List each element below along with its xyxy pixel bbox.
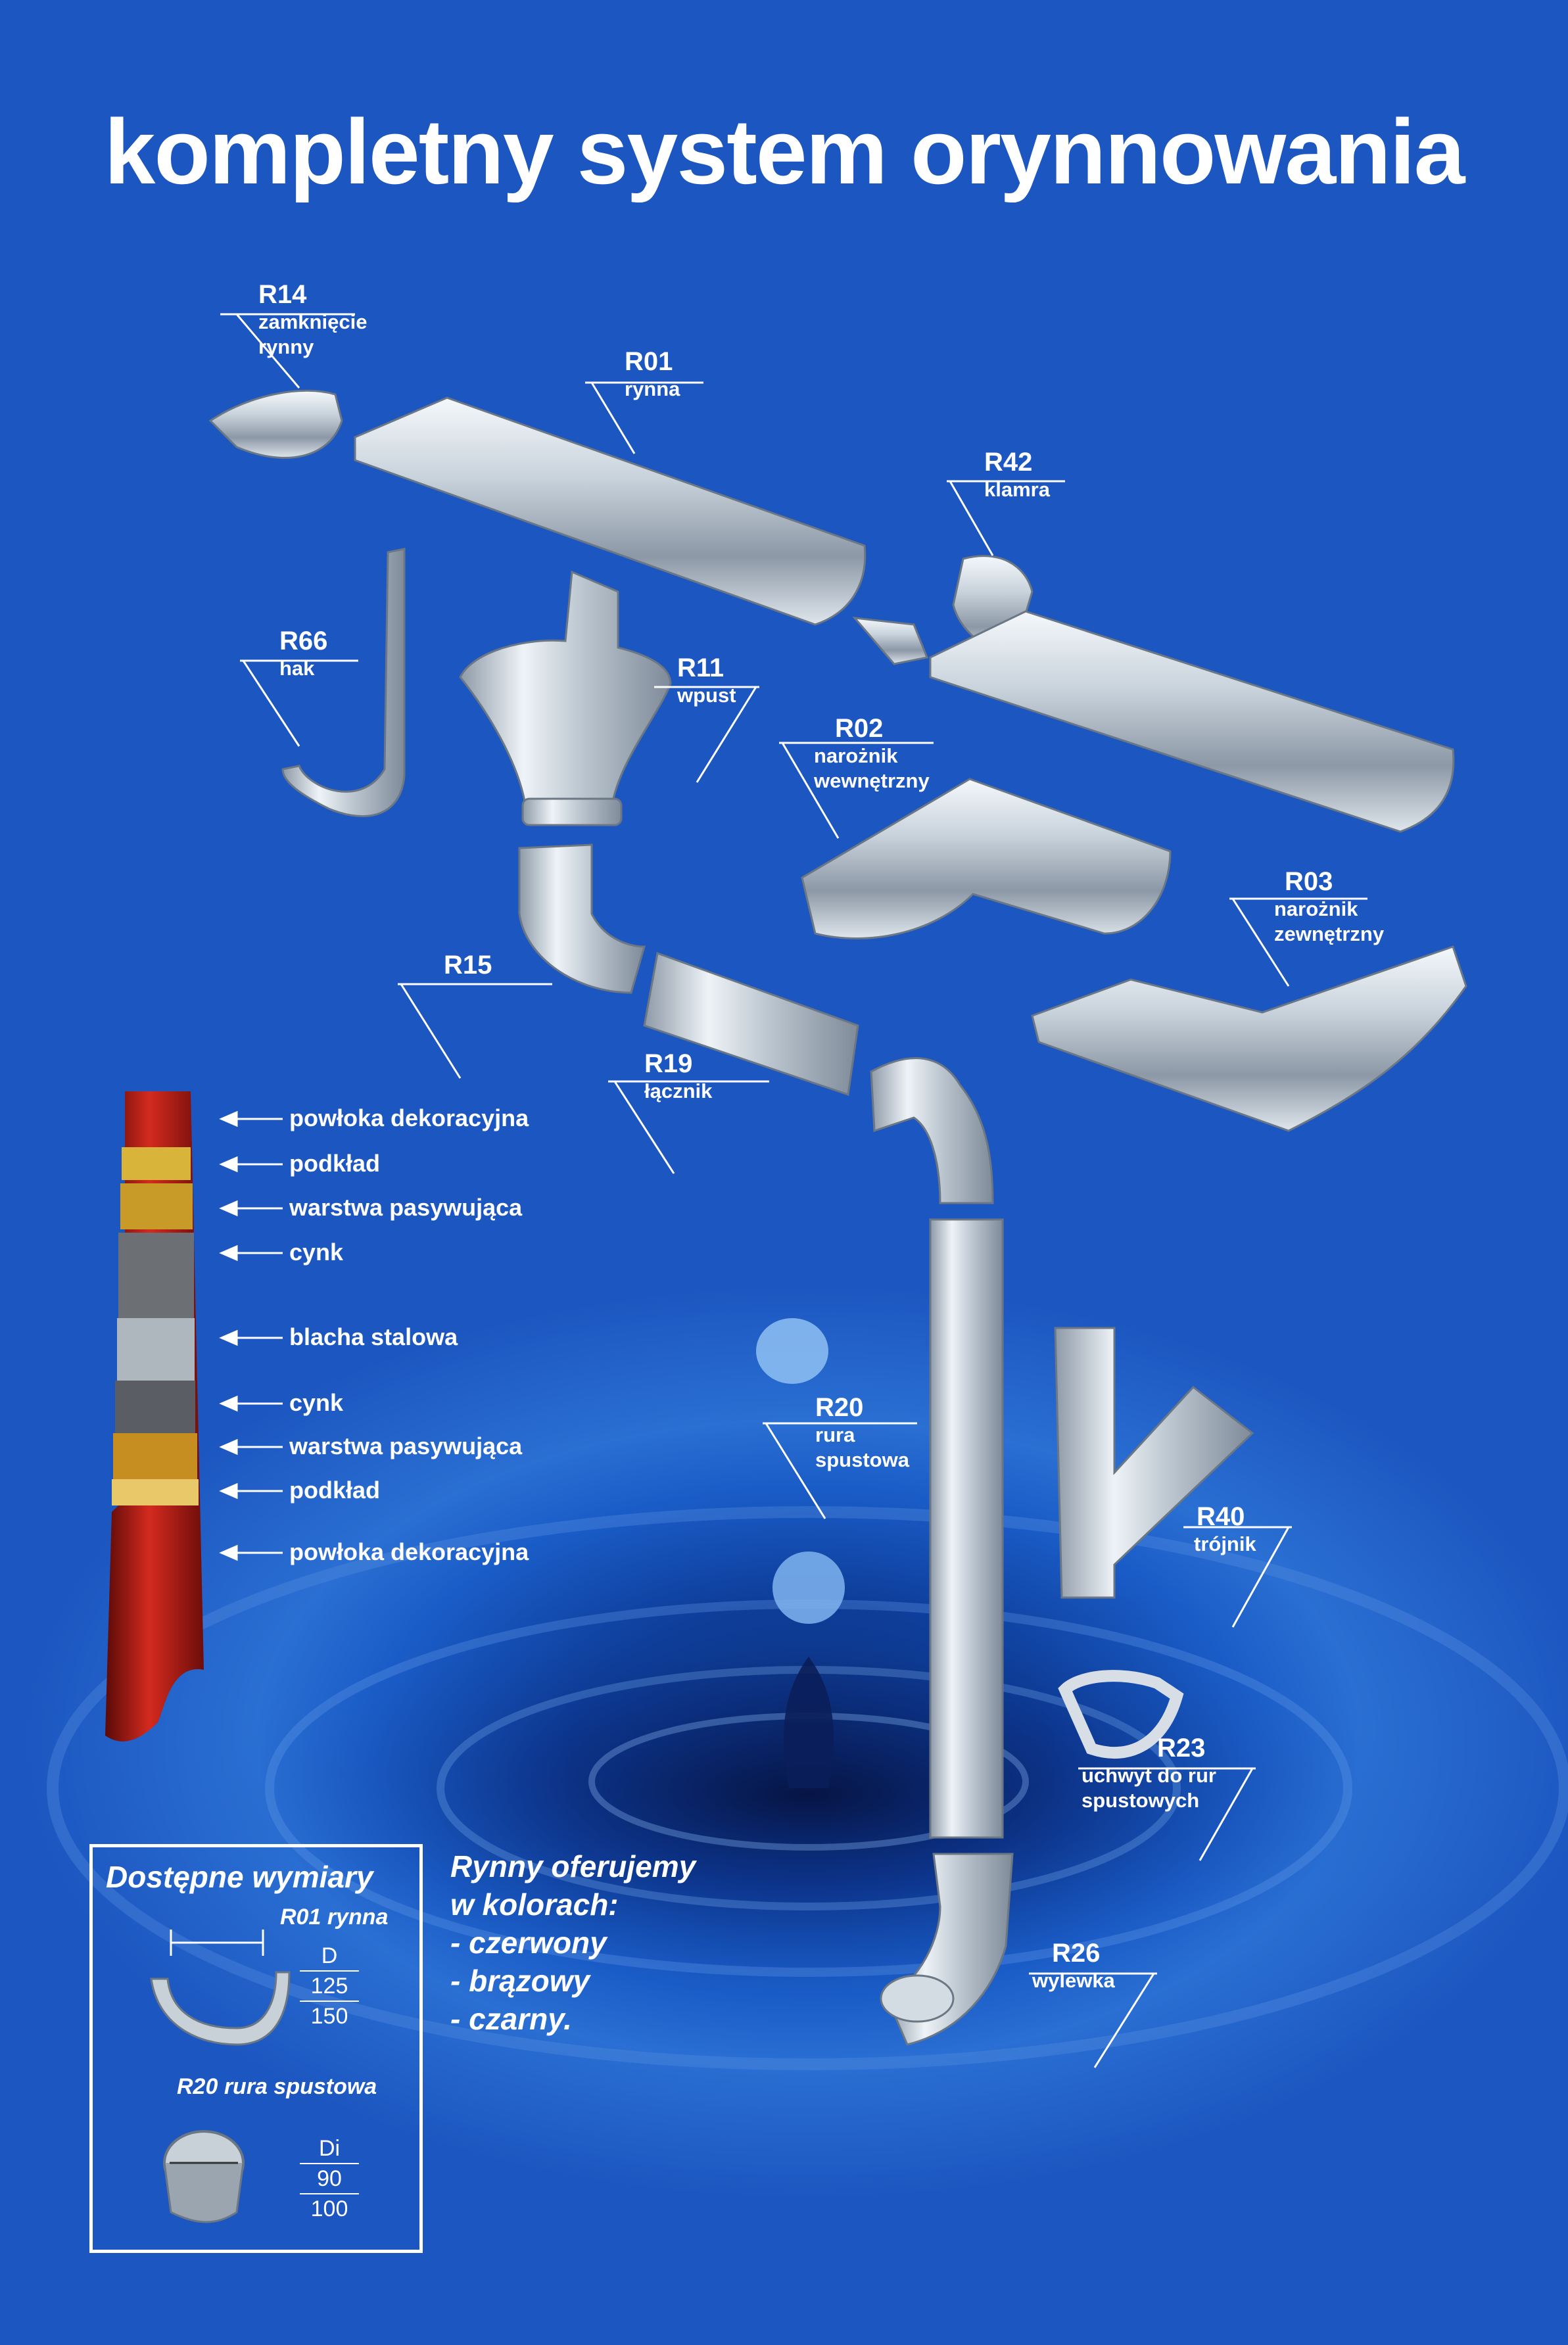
colors-heading-2: w kolorach: xyxy=(450,1887,619,1922)
pipe-dim-label: R20 rura spustowa xyxy=(177,2074,377,2099)
gutter-dim-label: R01 rynna xyxy=(280,1905,389,1930)
label-r15: R15 xyxy=(444,951,492,980)
color-item: - brązowy xyxy=(450,1964,590,1998)
layer-band xyxy=(115,1381,195,1433)
dimensions-title: Dostępne wymiary xyxy=(106,1860,373,1894)
ripple xyxy=(217,1598,1400,1992)
downpipe-r20 xyxy=(929,1218,1004,1839)
outlet-collar xyxy=(521,797,623,826)
pipe-body xyxy=(163,2162,245,2223)
layer-label: powłoka dekoracyjna xyxy=(289,1104,529,1131)
layer-band xyxy=(112,1479,199,1505)
gutter-second xyxy=(929,610,1455,833)
layer-band xyxy=(122,1147,191,1180)
dimensions-box: Dostępne wymiary R01 rynna D 125 150 R20… xyxy=(89,1844,423,2253)
elbow-upper xyxy=(870,1057,994,1204)
gutter-r01 xyxy=(354,396,867,626)
leader-lines xyxy=(220,313,1367,2068)
inner-corner-r02 xyxy=(801,778,1172,939)
layer-arrows xyxy=(219,1110,283,1561)
hook-r66 xyxy=(281,548,406,818)
pipe-dim-values: Di 90 100 xyxy=(300,2134,359,2223)
outlet-r11 xyxy=(459,570,672,810)
outlet-mouth xyxy=(880,1974,955,2023)
ripple xyxy=(47,1506,1568,2070)
layer-label: warstwa pasywująca xyxy=(289,1194,523,1221)
layer-band xyxy=(117,1318,195,1381)
layer-label: blacha stalowa xyxy=(289,1323,458,1350)
bracket-r23 xyxy=(1058,1670,1184,1759)
gutter-profile-icon xyxy=(150,1971,291,2046)
layer-label: cynk xyxy=(289,1389,344,1416)
colors-offer: Rynny oferujemy w kolorach: - czerwony -… xyxy=(450,1847,696,2038)
layer-label: podkład xyxy=(289,1477,381,1504)
color-item: - czerwony xyxy=(450,1926,607,1960)
end-cap-r14 xyxy=(208,389,343,459)
layer-label: powłoka dekoracyjna xyxy=(289,1538,529,1565)
layer-label: podkład xyxy=(289,1150,381,1177)
splash xyxy=(783,1657,834,1788)
water-drop xyxy=(756,1318,828,1384)
water-drop xyxy=(772,1551,845,1624)
page-title: kompletny system orynnowania xyxy=(104,100,1465,203)
clamp-connector xyxy=(852,617,929,665)
layer-label: warstwa pasywująca xyxy=(289,1433,523,1459)
layer-band xyxy=(118,1233,194,1318)
gutter-dim-values: D 125 150 xyxy=(300,1941,359,2031)
connector-r19 xyxy=(643,951,859,1097)
dimension-arrow xyxy=(170,1930,264,1956)
colors-heading-1: Rynny oferujemy xyxy=(450,1849,696,1883)
layer-band xyxy=(120,1183,193,1229)
color-item: - czarny. xyxy=(450,2002,572,2036)
layer-band xyxy=(113,1433,197,1479)
outer-corner-r03 xyxy=(1031,945,1467,1132)
elbow-r15 xyxy=(518,843,646,994)
layer-label: cynk xyxy=(289,1239,344,1266)
tee-r40 xyxy=(1054,1327,1254,1599)
